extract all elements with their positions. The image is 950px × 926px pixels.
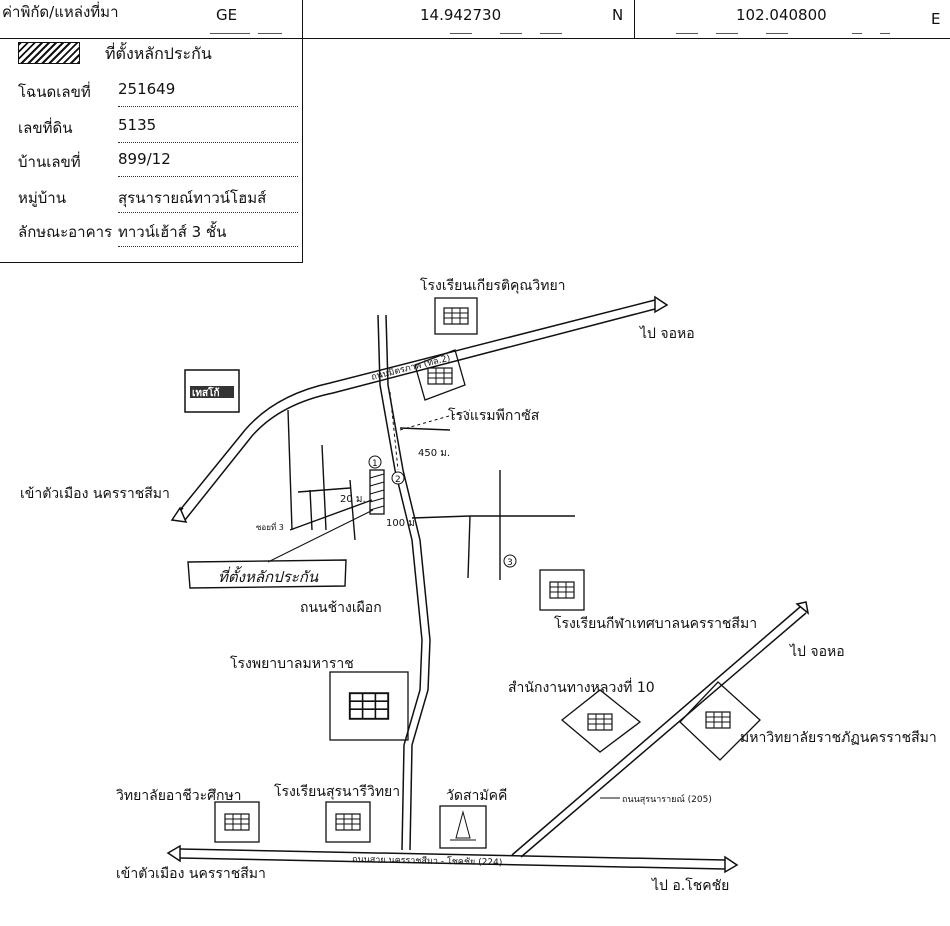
hotel-icon <box>414 349 466 401</box>
temple-label: วัดสามัคคี <box>446 788 507 804</box>
land-number-value: 5135 <box>118 116 157 134</box>
chang-phueak-road-label: ถนนช้างเผือก <box>300 600 382 616</box>
house-number-value: 899/12 <box>118 150 171 168</box>
property-info-box: ที่ตั้งหลักประกัน โฉนดเลขที่ 251649 เลขท… <box>0 38 303 263</box>
arrow-to-city-2 <box>166 844 181 863</box>
mittraphap-highway <box>175 299 656 521</box>
to-chohor-2-label: ไป จอหอ <box>789 643 845 660</box>
collateral-callout <box>187 559 347 589</box>
marker-3 <box>503 554 517 568</box>
hotel-label: โรงแรมพีกาซัส <box>448 407 540 424</box>
collateral-callout-label: ที่ตั้งหลักประกัน <box>218 566 319 586</box>
to-chohor-1-label: ไป จอหอ <box>639 325 695 342</box>
svg-text:2: 2 <box>395 475 401 485</box>
chang-phueak-road <box>377 314 431 851</box>
temple-icon <box>439 805 487 849</box>
coordinate-source-value: GE <box>216 6 238 24</box>
to-chokchai-label: ไป อ.โชคชัย <box>651 877 729 894</box>
arrow-to-city-1 <box>170 506 188 523</box>
title-deed-label: โฉนดเลขที่ <box>18 83 91 101</box>
rajabhat-label: มหาวิทยาลัยราชภัฏนครราชสีมา <box>740 730 937 746</box>
latitude-value: 14.942730 <box>420 6 502 24</box>
highway-office-icon <box>560 689 642 753</box>
legend-label: ที่ตั้งหลักประกัน <box>105 44 212 63</box>
svg-text:3: 3 <box>507 558 513 568</box>
distance-20-label: 20 ม. <box>340 494 366 505</box>
distance-100-label: 100 ม. <box>386 518 418 529</box>
sports-school-icon <box>539 569 585 611</box>
to-city-1-label: เข้าตัวเมือง นครราชสีมา <box>20 486 170 502</box>
house-number-label: บ้านเลขที่ <box>18 153 81 171</box>
surana-school-label: โรงเรียนสุรนารีวิทยา <box>274 783 400 800</box>
school1-label: โรงเรียนเกียรติคุณวิทยา <box>420 277 566 294</box>
arrow-to-chokchai <box>724 855 739 874</box>
latitude-direction: N <box>612 6 624 24</box>
arrow-to-chohor-2 <box>795 601 810 615</box>
longitude-direction: E <box>931 10 941 28</box>
surana-school-icon <box>325 801 371 843</box>
distance-450-label: 450 ม. <box>418 448 450 459</box>
highway-office-label: สำนักงานทางหลวงที่ 10 <box>508 678 655 696</box>
rajabhat-icon <box>679 681 761 761</box>
soi-label: ซอยที่ 3 <box>256 521 284 532</box>
marker-2 <box>391 471 405 485</box>
main-road-224 <box>179 848 726 870</box>
suranarai-road <box>511 606 807 858</box>
local-streets <box>287 409 575 580</box>
hospital-icon <box>329 671 409 741</box>
building-type-label: ลักษณะอาคาร <box>18 223 113 241</box>
building-type-value: ทาวน์เฮ้าส์ 3 ชั้น <box>118 223 227 241</box>
title-deed-value: 251649 <box>118 80 176 98</box>
sports-school-label: โรงเรียนกีฬาเทศบาลนครราชสีมา <box>554 615 757 632</box>
arrow-to-chohor-1 <box>654 295 669 314</box>
hatched-legend-swatch <box>18 42 80 64</box>
coordinate-source-label: ค่าพิกัด/แหล่งที่มา <box>2 3 119 21</box>
land-number-label: เลขที่ดิน <box>18 119 73 137</box>
to-city-2-label: เข้าตัวเมือง นครราชสีมา <box>116 866 266 882</box>
college-label: วิทยาลัยอาชีวะศึกษา <box>116 788 242 804</box>
longitude-value: 102.040800 <box>736 6 827 24</box>
college-icon <box>214 801 260 843</box>
marker-1 <box>368 455 382 469</box>
hospital-label: โรงพยาบาลมหาราช <box>230 655 354 672</box>
school1-icon <box>434 297 478 335</box>
tesco-label: เทสโก้ <box>192 386 220 399</box>
tesco-box <box>184 369 240 413</box>
main-road-label: ถนนสาย นครราชสีมา - โชคชัย (224) <box>352 854 502 868</box>
coordinate-bar: ค่าพิกัด/แหล่งที่มา GE 14.942730 N 102.0… <box>0 0 950 39</box>
village-label: หมู่บ้าน <box>18 189 66 207</box>
village-value: สุรนารายณ์ทาวน์โฮมส์ <box>118 189 267 207</box>
collateral-marker <box>369 469 385 515</box>
svg-text:1: 1 <box>372 459 378 469</box>
suranarai-road-label: ถนนสุรนารายณ์ (205) <box>622 793 712 805</box>
